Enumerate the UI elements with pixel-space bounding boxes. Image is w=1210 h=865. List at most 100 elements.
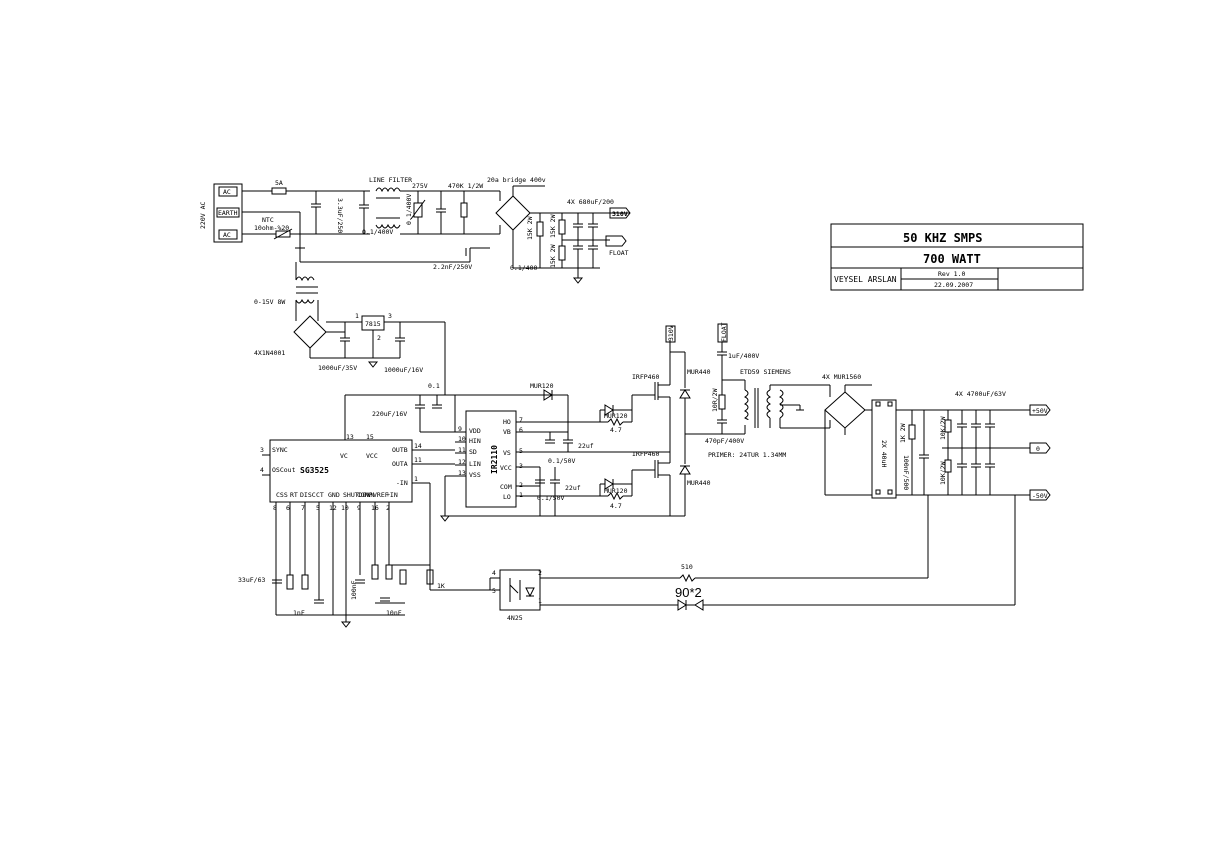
ir-vb: VB	[503, 428, 511, 436]
title-block: 50 KHZ SMPS 700 WATT VEYSEL ARSLAN Rev 1…	[830, 223, 1084, 291]
power-text: 700 WATT	[923, 252, 981, 266]
sg-shut: SHUTDOWN	[343, 491, 374, 499]
ir-vcc: VCC	[500, 464, 512, 472]
op4-label: 4	[492, 569, 496, 577]
zener-label: 90*2	[675, 585, 702, 600]
r15k2-label: 15K 2W	[549, 214, 557, 238]
sg-css: CSS	[276, 491, 288, 499]
ac2-label: AC	[223, 231, 231, 239]
r15k3-label: 15K 2W	[549, 244, 557, 268]
pin10-label: 10	[341, 504, 349, 512]
line-filter-label: LINE FILTER	[369, 176, 412, 184]
cap-01-400-label: 0.1/400V	[405, 194, 413, 225]
pin11-label: 11	[414, 456, 422, 464]
aux-tr-label: 0-15V 8W	[254, 298, 285, 306]
sg-inv: -IN	[396, 479, 408, 487]
bulk-label: 4X 680uF/200	[567, 198, 614, 206]
c220-label: 220uF/16V	[372, 410, 407, 418]
c22b-label: 22uf	[565, 484, 581, 492]
ntc-label: NTC	[262, 216, 274, 224]
mains-label: 220V AC	[199, 202, 207, 229]
c22a-label: 22uf	[578, 442, 594, 450]
ir-vs: VS	[503, 449, 511, 457]
ycap-label: 2.2nF/250V	[433, 263, 472, 271]
op1-label: 1	[538, 597, 542, 605]
c100nf-label: 100nF/500	[902, 455, 910, 490]
r10k2-label: 10K/2W	[939, 461, 947, 485]
c-aux2-label: 1000uF/16V	[384, 366, 423, 374]
op2-label: 2	[538, 569, 542, 577]
irp9: 9	[458, 425, 462, 433]
irp3: 3	[519, 462, 523, 470]
ir-com: COM	[500, 483, 512, 491]
r510-label: 510	[681, 563, 693, 571]
pin7-label: 7	[301, 504, 305, 512]
sg3525: SG3525 SYNC OSCout VC VCC OUTB OUTA -IN …	[238, 433, 490, 628]
pin8-label: 8	[273, 504, 277, 512]
opto-label: 4N25	[507, 614, 523, 622]
irp1: 1	[519, 491, 523, 499]
etd-label: ETD59 SIEMENS	[740, 368, 791, 376]
output-stage: 4X MUR1560 2X 40uH 1K 2W 100nF/500 4X 47…	[822, 373, 1051, 605]
c01-50a-label: 0.1/50V	[548, 457, 575, 465]
author-text: VEYSEL ARSLAN	[834, 275, 897, 284]
irp2: 2	[519, 481, 523, 489]
p50-label: +50V	[1032, 407, 1048, 415]
irp10: 10	[458, 435, 466, 443]
earth-label: EARTH	[218, 209, 238, 217]
ir-sd: SD	[469, 448, 477, 456]
transformer: FLOAT 1uF/400V 10R/2W 470pF/400V ETD59 S…	[705, 322, 830, 459]
sg-sync: SYNC	[272, 446, 288, 454]
float2-label: FLOAT	[720, 322, 728, 342]
float-label: FLOAT	[609, 249, 629, 257]
reg-p1: 1	[355, 312, 359, 320]
ir-vdd: VDD	[469, 427, 481, 435]
aux-bridge-label: 4X1N4001	[254, 349, 285, 357]
pin2-label: 2	[386, 504, 390, 512]
c1uf-label: 1uF/400V	[728, 352, 759, 360]
fuse-label: 5A	[275, 179, 283, 187]
half-bridge: MUR120 4.7 IRFP460 MUR120 4.7 IRFP460	[599, 325, 745, 517]
pin3-label: 3	[260, 446, 264, 454]
mur120c-label: MUR120	[604, 487, 628, 495]
reg-p3: 3	[388, 312, 392, 320]
op5-label: 5	[492, 587, 496, 595]
mur440a-label: MUR440	[687, 368, 711, 376]
bleed-label: 470K 1/2W	[448, 182, 483, 190]
out310-label: 310V	[612, 210, 628, 218]
ir2110: IR2110 VDD HIN SD LIN VSS HO VB VS VCC C…	[439, 382, 670, 522]
ir-ho: HO	[503, 418, 511, 426]
pin6-label: 6	[286, 504, 290, 512]
feedback: 4N25 4 5 2 1 510 90*2	[489, 563, 1015, 622]
irp6: 6	[519, 426, 523, 434]
pin4-label: 4	[260, 466, 264, 474]
mur120a-label: MUR120	[530, 382, 554, 390]
ir-hin: HIN	[469, 437, 481, 445]
ir-lo: LO	[503, 493, 511, 501]
sg-disc: DISC	[300, 491, 316, 499]
mur120b-label: MUR120	[604, 412, 628, 420]
c01-label: 0.1	[428, 382, 440, 390]
sg-comp: COMP	[357, 491, 373, 499]
sg-outb: OUTB	[392, 446, 408, 454]
title-text: 50 KHZ SMPS	[903, 231, 982, 245]
aux-supply: 0-15V 8W 4X1N4001 7815 1 3 2 1000uF/35V …	[254, 262, 568, 440]
pin1-label: 1	[414, 475, 418, 483]
zero-label: 0	[1036, 445, 1040, 453]
sg-outa: OUTA	[392, 460, 408, 468]
v310b-label: 310V	[667, 325, 675, 341]
mur1560-label: 4X MUR1560	[822, 373, 861, 381]
r47a-label: 4.7	[610, 426, 622, 434]
sg-osc: OSCout	[272, 466, 296, 474]
c01-50b-label: 0.1/50V	[537, 494, 564, 502]
primer-label: PRIMER: 24TUR 1.34MM	[708, 451, 786, 459]
ir-lin: LIN	[469, 460, 481, 468]
sg-vc: VC	[340, 452, 348, 460]
c10nf-label: 10nF	[386, 609, 402, 617]
irfp-lo-label: IRFP460	[632, 450, 659, 458]
cx2-label: 0.1/400V	[362, 228, 393, 236]
irp7: 7	[519, 416, 523, 424]
c33-label: 33uF/63	[238, 576, 265, 584]
cap47-label: 4X 4700uF/63V	[955, 390, 1006, 398]
